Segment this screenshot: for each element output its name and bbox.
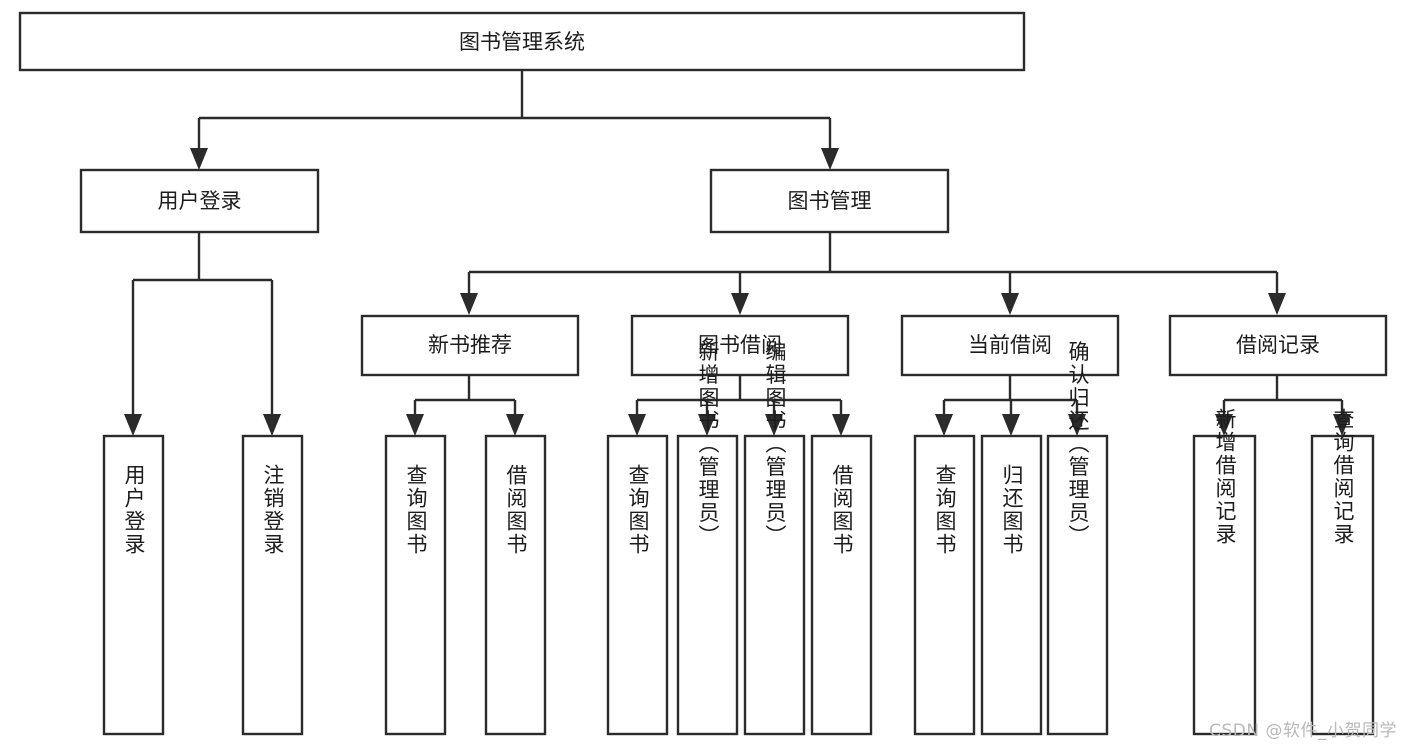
node-root-system[interactable]: 图书管理系统	[18, 11, 1026, 72]
node-label: 用户登录	[158, 189, 242, 213]
node-label: 查询借阅记录	[1331, 408, 1355, 546]
node-label: 新增借阅记录	[1213, 408, 1237, 546]
node-leaf-add-book[interactable]: 新增图书（管理员）	[676, 341, 739, 736]
node-label: 新书推荐	[428, 333, 512, 357]
node-label: 借阅记录	[1236, 333, 1320, 357]
connector-group-user-login	[124, 232, 281, 436]
node-leaf-user-login[interactable]: 用户登录	[102, 434, 165, 736]
node-leaf-borrow-book-1[interactable]: 借阅图书	[484, 434, 547, 736]
node-user-login[interactable]: 用户登录	[79, 168, 320, 234]
node-book-manage[interactable]: 图书管理	[709, 168, 950, 234]
node-book-borrow[interactable]: 图书借阅	[630, 314, 850, 377]
node-label: 当前借阅	[968, 333, 1052, 357]
arrow-icon	[1001, 293, 1019, 315]
node-leaf-query-book-2[interactable]: 查询图书	[606, 434, 669, 736]
csdn-watermark: CSDN @软件_小贺同学	[1209, 721, 1397, 741]
node-current-borrow[interactable]: 当前借阅	[900, 314, 1120, 377]
node-leaf-query-record[interactable]: 查询借阅记录	[1310, 408, 1375, 736]
node-label: 新增图书（管理员）	[696, 341, 720, 548]
connector-group-record	[1215, 375, 1351, 436]
node-label: 确认归还（管理员）	[1066, 341, 1090, 548]
node-leaf-logout[interactable]: 注销登录	[241, 434, 304, 736]
connector-group-root	[190, 70, 839, 170]
node-leaf-borrow-book-2[interactable]: 借阅图书	[810, 434, 873, 736]
arrow-icon	[821, 148, 839, 170]
arrow-icon	[1002, 414, 1020, 436]
node-label: 注销登录	[261, 464, 285, 556]
node-leaf-query-book-1[interactable]: 查询图书	[384, 434, 447, 736]
node-label: 借阅图书	[830, 464, 854, 556]
node-label: 编辑图书（管理员）	[763, 341, 787, 548]
arrow-icon	[124, 414, 142, 436]
node-leaf-add-record[interactable]: 新增借阅记录	[1192, 408, 1257, 736]
arrow-icon	[628, 414, 646, 436]
arrow-icon	[263, 414, 281, 436]
node-label: 归还图书	[1000, 464, 1024, 556]
node-new-book-recommend[interactable]: 新书推荐	[360, 314, 580, 377]
node-borrow-record[interactable]: 借阅记录	[1168, 314, 1388, 377]
connector-group-book-manage	[460, 232, 1286, 315]
node-label: 查询图书	[404, 464, 428, 556]
arrow-icon	[935, 414, 953, 436]
arrow-icon	[1268, 293, 1286, 315]
node-label: 图书借阅	[698, 333, 782, 357]
node-leaf-edit-book[interactable]: 编辑图书（管理员）	[743, 341, 806, 736]
arrow-icon	[406, 414, 424, 436]
arrow-icon	[460, 293, 478, 315]
node-label: 图书管理系统	[459, 30, 585, 54]
node-label: 借阅图书	[504, 464, 528, 556]
node-label: 查询图书	[626, 464, 650, 556]
node-leaf-confirm-return[interactable]: 确认归还（管理员）	[1046, 341, 1109, 736]
arrow-icon	[506, 414, 524, 436]
arrow-icon	[731, 293, 749, 315]
node-leaf-return-book[interactable]: 归还图书	[980, 434, 1043, 736]
connector-group-current	[935, 375, 1086, 436]
node-label: 查询图书	[933, 464, 957, 556]
arrow-icon	[832, 414, 850, 436]
node-leaf-query-book-3[interactable]: 查询图书	[913, 434, 976, 736]
connector-group-borrow	[628, 375, 850, 436]
node-label: 用户登录	[122, 464, 146, 556]
connector-group-new-book	[406, 375, 524, 436]
arrow-icon	[190, 148, 208, 170]
node-label: 图书管理	[788, 189, 872, 213]
